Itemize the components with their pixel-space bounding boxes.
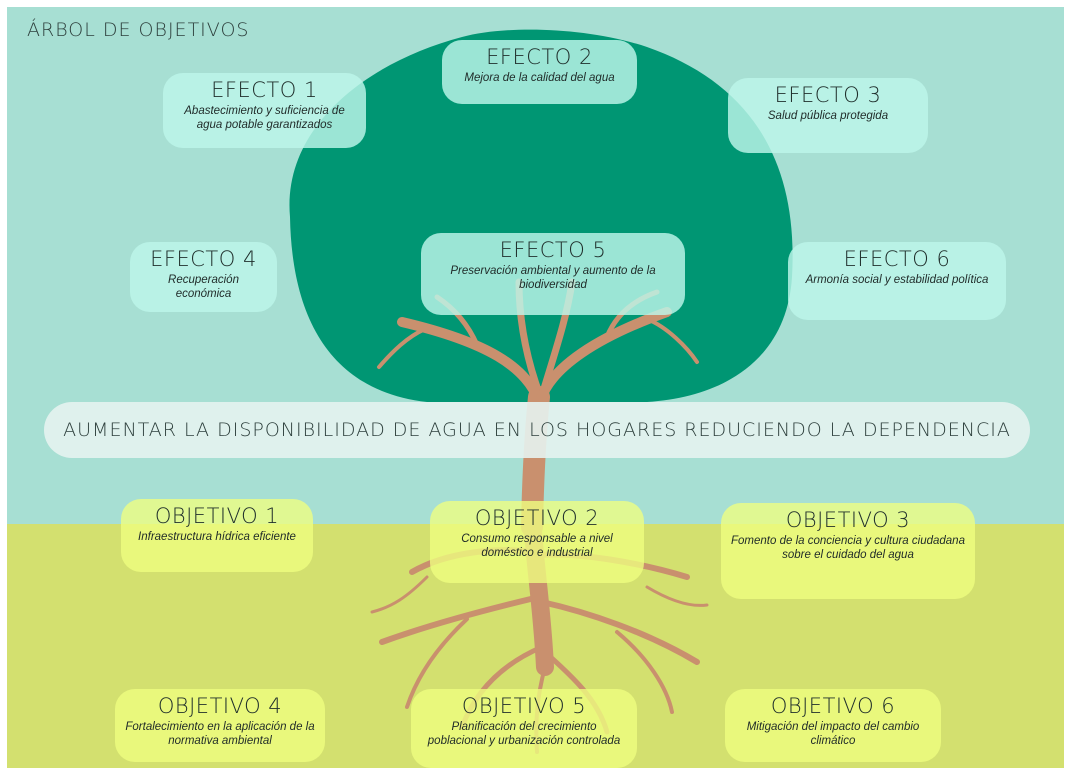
- diagram-title: ÁRBOL DE OBJETIVOS: [27, 19, 250, 41]
- objective-heading: OBJETIVO 1: [154, 504, 280, 528]
- effect-heading: EFECTO 1: [211, 78, 318, 102]
- effect-box-2: EFECTO 2 Mejora de la calidad del agua: [442, 40, 637, 104]
- objective-heading: OBJETIVO 3: [785, 508, 911, 532]
- effect-text: Salud pública protegida: [767, 110, 889, 122]
- effect-box-3: EFECTO 3 Salud pública protegida: [728, 78, 928, 153]
- effect-text: Mejora de la calidad del agua: [464, 72, 615, 84]
- effect-heading: EFECTO 2: [486, 45, 593, 69]
- objective-box-6: OBJETIVO 6 Mitigación del impacto del ca…: [725, 689, 941, 762]
- central-goal: AUMENTAR LA DISPONIBILIDAD DE AGUA EN LO…: [44, 402, 1030, 458]
- diagram-canvas: ÁRBOL DE OBJETIVOS EFECTO 1 Abastecimien…: [7, 7, 1064, 768]
- effect-heading: EFECTO 4: [150, 247, 257, 271]
- effect-text: Preservación ambiental y aumento de la b…: [450, 265, 656, 291]
- objective-box-4: OBJETIVO 4 Fortalecimiento en la aplicac…: [115, 689, 325, 762]
- objective-text: Consumo responsable a nivel doméstico e …: [461, 533, 613, 559]
- effect-box-4: EFECTO 4 Recuperación económica: [130, 242, 277, 312]
- effect-box-5: EFECTO 5 Preservación ambiental y aument…: [421, 233, 685, 315]
- objective-heading: OBJETIVO 4: [157, 694, 283, 718]
- effect-box-1: EFECTO 1 Abastecimiento y suficiencia de…: [163, 73, 366, 148]
- effect-heading: EFECTO 3: [774, 83, 882, 107]
- effect-heading: EFECTO 6: [843, 247, 951, 271]
- effect-text: Recuperación económica: [168, 274, 239, 300]
- effect-text: Armonía social y estabilidad política: [805, 274, 989, 286]
- objective-box-5: OBJETIVO 5 Planificación del crecimiento…: [411, 689, 637, 768]
- objective-box-2: OBJETIVO 2 Consumo responsable a nivel d…: [430, 501, 644, 583]
- objective-heading: OBJETIVO 2: [474, 506, 600, 530]
- objective-text: Infraestructura hídrica eficiente: [138, 531, 296, 543]
- objective-box-3: OBJETIVO 3 Fomento de la conciencia y cu…: [721, 503, 975, 599]
- effect-box-6: EFECTO 6 Armonía social y estabilidad po…: [788, 242, 1006, 320]
- objective-text: Mitigación del impacto del cambio climát…: [746, 721, 920, 747]
- objective-text: Planificación del crecimiento poblaciona…: [427, 721, 621, 747]
- effect-heading: EFECTO 5: [499, 238, 607, 262]
- objective-box-1: OBJETIVO 1 Infraestructura hídrica efici…: [121, 499, 313, 572]
- objective-text: Fortalecimiento en la aplicación de la n…: [125, 721, 315, 747]
- effect-text: Abastecimiento y suficiencia de agua pot…: [184, 105, 345, 131]
- objective-heading: OBJETIVO 5: [461, 694, 587, 718]
- objective-text: Fomento de la conciencia y cultura ciuda…: [731, 535, 965, 561]
- objective-heading: OBJETIVO 6: [770, 694, 896, 718]
